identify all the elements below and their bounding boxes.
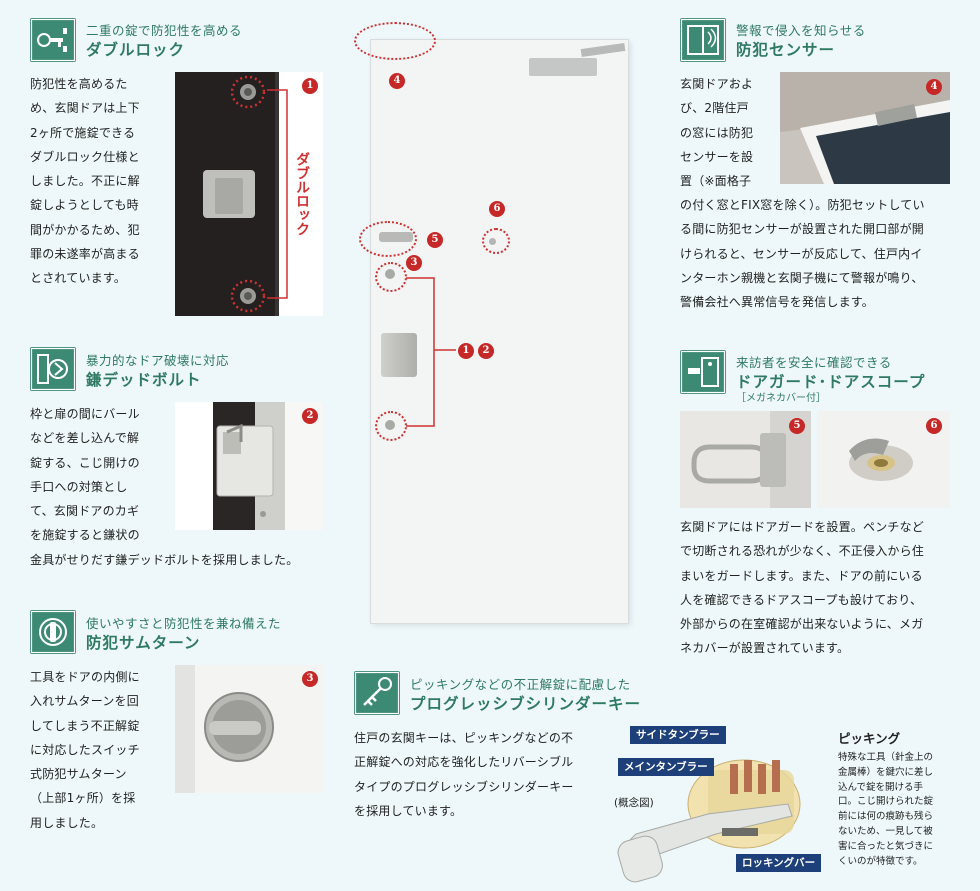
label-main-tumbler: メインタンブラー <box>618 758 714 776</box>
sensor-icon <box>680 18 726 62</box>
thumb-turn-body: 工具をドアの内側に入れサムターンを回してしまう不正解錠 に対応したスイッチ式防犯… <box>30 670 140 830</box>
picking-title: ピッキング <box>838 731 901 746</box>
deadbolt-icon <box>30 347 76 391</box>
sensor-body-short: 玄関ドアおよび、2階住戸の窓には防犯 センサーを設置（※面格子 <box>680 77 754 189</box>
double-lock-photo <box>175 72 323 316</box>
thumb-turn-title: 防犯サムターン <box>86 633 201 652</box>
lock-bracket-line <box>406 277 456 427</box>
door-marker-1: 1 <box>458 343 474 359</box>
door-handle <box>381 333 417 377</box>
door-guard-note: ［メガネカバー付］ <box>736 393 826 404</box>
picking-body: 特殊な工具（針金上の金属棒）を鍵穴に差し 込んで錠を開ける手口。こじ開けられた錠… <box>838 752 934 867</box>
door-marker-3: 3 <box>406 255 422 271</box>
door-guard-title: ドアガード･ドアスコープ <box>736 372 926 391</box>
door-guard-photo <box>680 411 811 508</box>
sensor-body-long: の付く窓とFIX窓を除く）。防犯セットしている間に防犯センサーが設置された開口部… <box>680 198 925 310</box>
entrance-door <box>371 40 628 623</box>
callout-top-edge <box>354 22 436 60</box>
cylinder-concept-diagram <box>617 759 801 883</box>
deadbolt-title: 鎌デッドボルト <box>86 370 202 389</box>
door-closer-arm <box>580 42 626 58</box>
sensor-photo <box>780 72 950 184</box>
cylinder-key-body: 住戸の玄関キーは、ピッキングなどの不正解錠への対応を強化したリバーシブルタイプの… <box>354 731 574 818</box>
callout-door-scope <box>482 228 510 254</box>
door-guard-icon <box>680 350 726 394</box>
sensor-title: 防犯センサー <box>736 40 836 59</box>
door-closer <box>529 58 597 76</box>
deadbolt-photo <box>175 402 323 530</box>
cylinder-key-title: プログレッシブシリンダーキー <box>410 694 642 713</box>
door-marker-4: 4 <box>389 73 405 89</box>
callout-upper-cylinder <box>375 262 407 292</box>
sensor-marker: 4 <box>926 79 942 95</box>
deadbolt-body: 枠と扉の間にバールなどを差し込んで解錠する、こじ開けの 手口への対策として、玄関… <box>30 407 299 567</box>
callout-door-guard <box>359 221 417 257</box>
door-guard-body: 玄関ドアにはドアガードを設置。ペンチなどで切断される恐れが少なく、不正侵入から住… <box>680 520 925 656</box>
double-lock-icon <box>30 18 76 62</box>
deadbolt-subtitle: 暴力的なドア破壊に対応 <box>86 353 230 368</box>
deadbolt-marker: 2 <box>302 408 318 424</box>
double-lock-title: ダブルロック <box>86 40 186 59</box>
door-guard-subtitle: 来訪者を安全に確認できる <box>736 355 892 370</box>
label-side-tumbler: サイドタンブラー <box>630 726 726 744</box>
double-lock-vertical-label: ダブルロック <box>291 150 310 238</box>
thumb-turn-subtitle: 使いやすさと防犯性を兼ね備えた <box>86 616 282 631</box>
thumb-turn-icon <box>30 610 76 654</box>
door-guard-marker: 5 <box>789 418 805 434</box>
door-scope-marker: 6 <box>926 418 942 434</box>
door-marker-2: 2 <box>478 343 494 359</box>
double-lock-subtitle: 二重の錠で防犯性を高める <box>86 23 243 38</box>
thumb-turn-marker: 3 <box>302 671 318 687</box>
cylinder-key-subtitle: ピッキングなどの不正解錠に配慮した <box>410 677 631 692</box>
sensor-subtitle: 警報で侵入を知らせる <box>736 23 866 38</box>
thumb-turn-photo <box>175 665 323 793</box>
door-marker-6: 6 <box>489 201 505 217</box>
double-lock-marker: 1 <box>302 78 318 94</box>
door-scope-photo <box>817 411 950 508</box>
label-locking-bar: ロッキングバー <box>736 854 822 872</box>
door-marker-5: 5 <box>427 232 443 248</box>
label-concept: (概念図) <box>614 797 654 809</box>
cylinder-key-icon <box>354 671 400 715</box>
